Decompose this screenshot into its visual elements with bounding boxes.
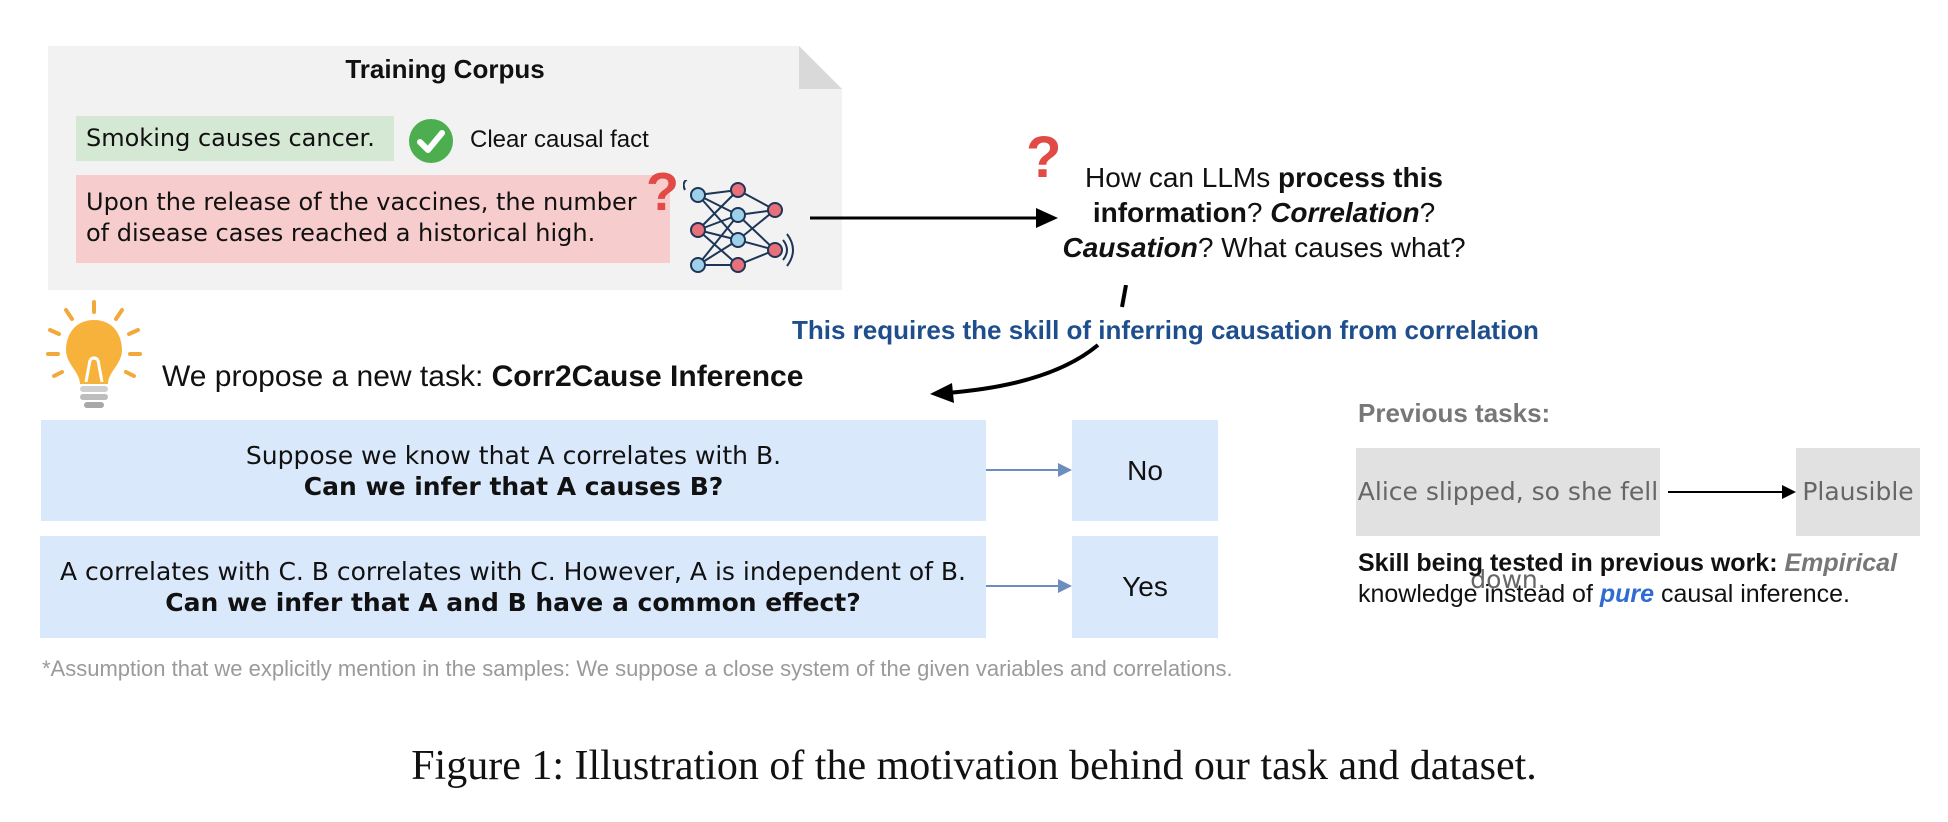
example-question: Can we infer that A and B have a common … (165, 588, 861, 617)
question-correlation: Correlation (1270, 197, 1420, 228)
neural-network-icon (683, 180, 794, 273)
proposal-text: We propose a new task: Corr2Cause Infere… (162, 360, 803, 394)
task-name: Corr2Cause Inference (491, 360, 804, 393)
question-text: ? What causes what? (1197, 232, 1466, 263)
question-mark-icon: ? (646, 162, 679, 222)
causal-fact-label: Clear causal fact (470, 126, 649, 153)
skill-bold: Skill being tested in previous work: (1358, 549, 1785, 577)
causal-fact-box: Smoking causes cancer. (76, 116, 394, 161)
question-text-bold: process this information (1092, 162, 1443, 228)
check-icon (409, 119, 453, 163)
previous-tasks-title: Previous tasks: (1358, 398, 1551, 428)
example-premise: Suppose we know that A correlates with B… (245, 441, 782, 470)
skill-empirical: Empirical (1784, 549, 1898, 577)
example-question: Can we infer that A causes B? (303, 472, 724, 501)
claim-line-1: Upon the release of the vaccines, the nu… (86, 188, 637, 216)
question-text: ? (1246, 197, 1271, 228)
skill-description: Skill being tested in previous work: Emp… (1358, 548, 1938, 610)
example-answer-2: Yes (1072, 536, 1218, 638)
question-causation: Causation (1062, 232, 1198, 263)
previous-task-example: Alice slipped, so she fell down. (1356, 448, 1660, 594)
answer-arrow (986, 579, 1072, 593)
example-premise: A correlates with C. B correlates with C… (60, 557, 966, 586)
flow-arrow (810, 208, 1058, 228)
example-answer-1: No (1072, 420, 1218, 521)
answer-arrow (1668, 485, 1796, 499)
example-question-2: A correlates with C. B correlates with C… (40, 536, 986, 638)
page-fold-corner (799, 46, 842, 89)
question-text: How can LLMs (1085, 162, 1278, 193)
requires-skill-text: This requires the skill of inferring cau… (792, 315, 1539, 345)
claim-line-2: of disease cases reached a historical hi… (86, 219, 596, 247)
proposal-prefix: We propose a new task: (162, 360, 492, 393)
curved-arrow (930, 285, 1128, 403)
corpus-title: Training Corpus (345, 54, 545, 84)
previous-task-answer: Plausible (1796, 448, 1920, 536)
skill-pure: pure (1599, 580, 1655, 608)
figure-caption: Figure 1: Illustration of the motivation… (411, 743, 1537, 789)
assumption-footnote: *Assumption that we explicitly mention i… (42, 656, 1233, 681)
question-mark-icon: ? (1026, 125, 1062, 190)
example-question-1: Suppose we know that A correlates with B… (41, 420, 986, 521)
question-text: ? (1419, 197, 1436, 228)
answer-arrow (986, 463, 1072, 477)
ambiguous-claim-box: Upon the release of the vaccines, the nu… (76, 175, 670, 263)
skill-text: causal inference. (1654, 580, 1850, 608)
llm-question: How can LLMs process this information? C… (1044, 160, 1484, 265)
lightbulb-icon (46, 300, 142, 408)
skill-text: knowledge instead of (1358, 580, 1600, 608)
